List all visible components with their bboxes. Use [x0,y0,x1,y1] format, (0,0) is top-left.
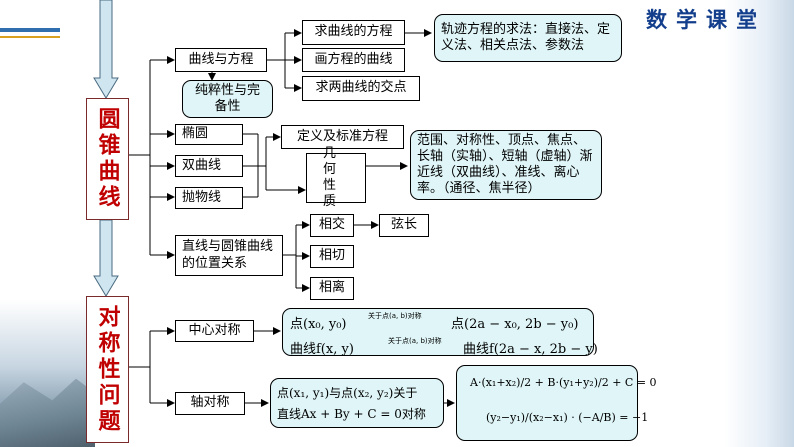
system-eq-1: A·(x₁+x₂)/2 + B·(y₁+y₂)/2 + C = 0 [470,376,657,389]
over-label-1: 关于点(a, b)对称 [368,312,422,320]
line-conic-relation-box: 直线与圆锥曲线的位置关系 [175,235,283,276]
curve-a-text: 曲线f(x, y) [290,342,354,357]
intersect-box: 相交 [310,214,354,237]
properties-list-box: 范围、对称性、顶点、焦点、长轴（实轴）、短轴（虚轴）渐近线（双曲线）、准线、离心… [410,130,602,200]
axial-symmetry-box: 轴对称 [175,392,245,415]
tangent-box: 相切 [310,245,354,268]
central-symmetry-formula-box [282,308,594,356]
header-title: 数学课堂 [646,7,766,32]
find-equation-box: 求曲线的方程 [302,20,405,45]
central-symmetry-box: 中心对称 [175,320,254,342]
purity-completeness-box: 纯粹性与完备性 [182,80,273,118]
point-b-text: 点(2a − x₀, 2b − y₀) [451,317,579,332]
locus-methods-box: 轨迹方程的求法：直接法、定义法、相关点法、参数法 [434,14,622,62]
header-stripe-accent [0,36,60,38]
definition-equation-box: 定义及标准方程 [281,125,404,149]
hyperbola-box: 双曲线 [175,155,243,177]
symmetry-problem-title: 对称性问题 [86,296,129,443]
conic-sections-title: 圆锥曲线 [86,98,129,220]
separate-box: 相离 [310,277,354,300]
system-eq-2: (y₂−y₁)/(x₂−x₁) · (−A/B) = −1 [486,411,649,424]
point-a-text: 点(x₀, y₀) [290,317,347,332]
axial-desc-line2: 直线Ax + By + C = 0对称 [277,407,426,421]
over-label-2: 关于点(a, b)对称 [388,337,442,345]
geometric-properties-box: 几何性质 [306,146,366,209]
ellipse-box: 椭圆 [175,124,243,145]
chord-length-box: 弦长 [379,214,429,237]
right-gradient [724,0,794,447]
header-stripe [0,28,60,32]
curve-equation-box: 曲线与方程 [175,48,267,72]
axial-system-box [456,365,638,441]
curve-b-text: 曲线f(2a − x, 2b − y) [463,342,598,357]
intersection-box: 求两曲线的交点 [302,76,420,101]
axial-symmetry-desc-box [270,378,444,428]
parabola-box: 抛物线 [175,187,243,209]
draw-curve-box: 画方程的曲线 [302,48,405,72]
axial-desc-line1: 点(x₁, y₁)与点(x₂, y₂)关于 [277,386,418,400]
